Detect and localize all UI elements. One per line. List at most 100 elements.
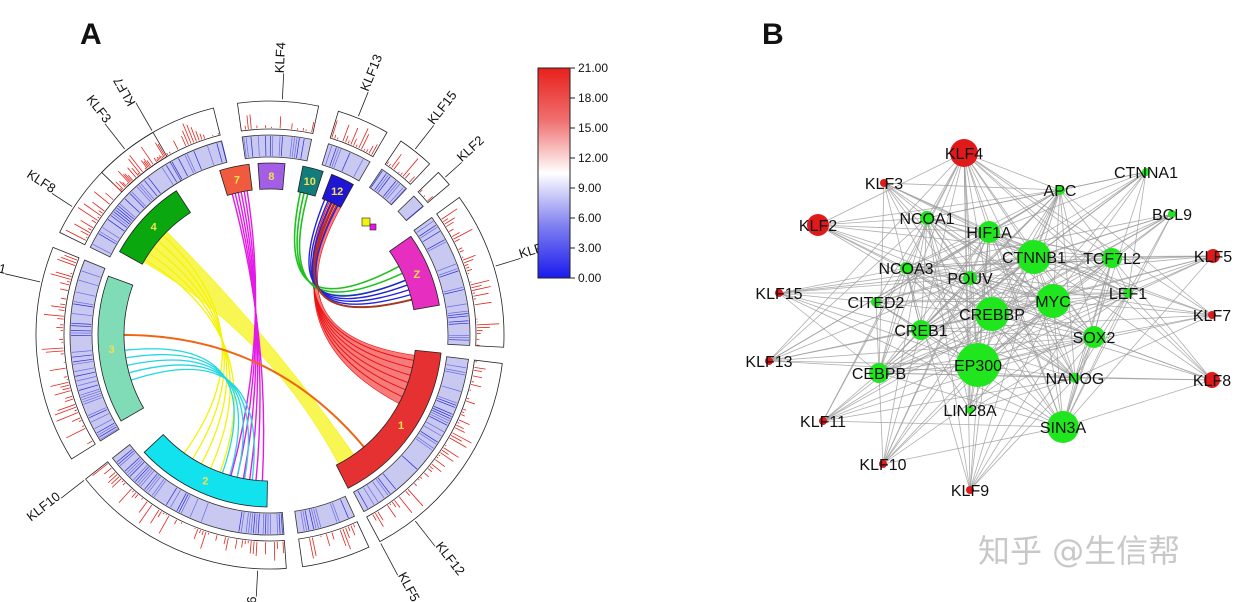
node-nanog[interactable] xyxy=(1070,373,1080,383)
node-label: CREBBP xyxy=(959,307,1025,324)
segment-1 xyxy=(335,349,442,489)
node-label: CREB1 xyxy=(894,323,947,340)
hist-bar xyxy=(393,161,400,170)
label-leader xyxy=(414,125,435,150)
network-edge xyxy=(817,224,907,269)
hist-bar xyxy=(87,440,93,445)
heat-mark xyxy=(76,376,96,382)
network-edge xyxy=(1074,377,1213,381)
hist-bar xyxy=(372,514,377,521)
node-klf3[interactable] xyxy=(880,179,888,187)
hist-bar xyxy=(345,527,350,539)
heat-mark xyxy=(289,137,293,158)
node-ctnnb1[interactable] xyxy=(1017,240,1051,274)
hist-bar xyxy=(472,375,483,379)
hist-bar xyxy=(45,350,64,353)
heat-mark xyxy=(434,406,453,415)
hist-bar xyxy=(451,232,460,237)
heat-mark xyxy=(116,207,133,221)
network-edges xyxy=(768,152,1214,491)
node-klf11[interactable] xyxy=(819,417,827,425)
node-klf2[interactable] xyxy=(807,214,829,236)
node-klf8[interactable] xyxy=(1204,372,1220,388)
heat-mark xyxy=(420,431,438,443)
heat-mark xyxy=(119,452,136,467)
node-lin28a[interactable] xyxy=(966,406,974,414)
hist-bar xyxy=(225,537,229,551)
circos-link xyxy=(230,190,257,476)
node-sin3a[interactable] xyxy=(1047,411,1079,443)
hist-bar xyxy=(120,188,123,191)
heat-mark xyxy=(115,209,132,223)
heat-mark xyxy=(340,499,349,519)
node-tcf7l2[interactable] xyxy=(1102,248,1122,268)
node-klf10[interactable] xyxy=(879,460,887,468)
hist-bar xyxy=(331,532,335,540)
network-edge xyxy=(905,256,1035,269)
node-label: HIF1A xyxy=(966,225,1012,242)
heat-mark xyxy=(257,136,260,157)
heat-mark xyxy=(178,494,189,513)
network-edge xyxy=(988,231,1076,379)
hist-bar xyxy=(161,155,164,159)
hist-sector xyxy=(298,521,370,568)
node-ep300[interactable] xyxy=(956,343,1000,387)
network-edge xyxy=(920,152,965,331)
node-myc[interactable] xyxy=(1036,284,1070,318)
node-creb1[interactable] xyxy=(911,320,931,340)
node-label: CEBPB xyxy=(852,366,906,383)
hist-bar xyxy=(252,541,255,555)
colorbar-tick-label: 18.00 xyxy=(578,91,608,105)
node-klf5[interactable] xyxy=(1206,249,1220,263)
heat-mark xyxy=(82,395,102,403)
heat-mark xyxy=(376,174,389,192)
network-edge xyxy=(1052,189,1061,302)
node-cebpb[interactable] xyxy=(869,363,889,383)
node-label: NANOG xyxy=(1046,371,1105,388)
node-ncoa3[interactable] xyxy=(900,262,912,274)
heat-mark xyxy=(88,409,108,419)
node-klf9[interactable] xyxy=(966,486,974,494)
heat-mark xyxy=(71,350,92,353)
node-pouv[interactable] xyxy=(963,271,977,285)
node-klf13[interactable] xyxy=(765,357,773,365)
hist-sector xyxy=(417,171,450,204)
node-ncoa1[interactable] xyxy=(920,211,934,225)
network-edge xyxy=(778,292,993,315)
heat-mark xyxy=(329,147,337,167)
hist-bar xyxy=(442,218,449,222)
network-edge xyxy=(1062,292,1129,428)
node-sox2[interactable] xyxy=(1083,326,1105,348)
network-edge xyxy=(905,255,1214,269)
network-edge xyxy=(878,152,965,374)
node-klf4[interactable] xyxy=(950,139,978,167)
hist-bar xyxy=(92,201,105,212)
node-hif1a[interactable] xyxy=(978,221,1000,243)
network-edge xyxy=(926,217,1213,316)
node-ctnna1[interactable] xyxy=(1142,168,1150,176)
node-bcl9[interactable] xyxy=(1168,210,1176,218)
network-edge xyxy=(991,313,1095,338)
circos-link xyxy=(124,348,235,474)
node-klf7[interactable] xyxy=(1208,311,1216,319)
node-cited2[interactable] xyxy=(871,297,881,307)
heat-sector xyxy=(413,216,471,346)
heat-mark xyxy=(140,470,155,487)
node-crebbp[interactable] xyxy=(975,297,1009,331)
heat-mark xyxy=(384,182,399,199)
hist-bar xyxy=(398,171,400,174)
node-klf15[interactable] xyxy=(775,289,783,297)
hist-bar xyxy=(127,167,137,178)
node-label: KLF8 xyxy=(1193,373,1231,390)
hist-bar xyxy=(474,301,492,306)
heat-mark xyxy=(90,413,110,423)
hist-bar xyxy=(173,140,179,150)
node-apc[interactable] xyxy=(1055,185,1065,195)
hist-bar xyxy=(431,463,442,473)
node-lef1[interactable] xyxy=(1123,288,1133,298)
hist-bar xyxy=(449,228,454,232)
heat-mark xyxy=(221,141,227,162)
heat-mark xyxy=(107,219,125,232)
node-label: EP300 xyxy=(954,358,1002,375)
heat-sector xyxy=(353,356,469,513)
